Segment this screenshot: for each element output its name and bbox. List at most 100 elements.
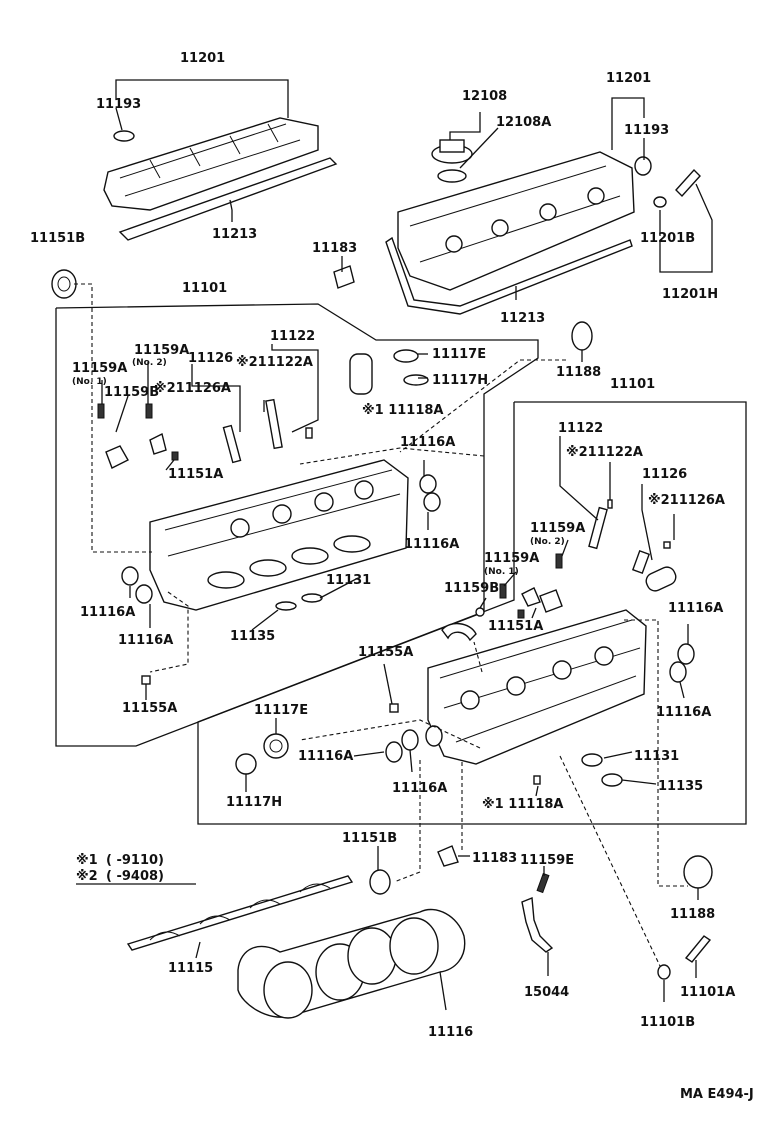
label-11126-right: 11126 [642, 467, 687, 482]
label-11135-left: 11135 [230, 629, 275, 644]
legend-range-2: ( -9408) [106, 869, 164, 884]
label-11159A-no1-right: 11159A [484, 551, 539, 566]
label-11122-left: 11122 [270, 329, 315, 344]
bearing-caps-left [121, 474, 441, 685]
label-11101-left: 11101 [182, 281, 227, 296]
label-11116A-l1: 11116A [400, 435, 455, 450]
plug-11183-top [333, 265, 355, 289]
part-labels: 11201 11193 11213 11151B 11183 11101 121… [30, 51, 735, 1040]
legend: ※1 ( -9110) ※2 ( -9408) [76, 853, 164, 884]
guide-pins-right [588, 499, 677, 592]
label-11116A-r3: 11116A [298, 749, 353, 764]
oil-seal-11193-top [113, 130, 135, 142]
gasket-11115 [126, 875, 354, 951]
guide-pins-left [222, 349, 429, 464]
label-11188-bottom: 11188 [670, 907, 715, 922]
label-no2-right: (No. 2) [530, 537, 565, 547]
left-head-box [55, 303, 539, 747]
label-11101B: 11101B [640, 1015, 695, 1030]
label-11155A-left: 11155A [122, 701, 177, 716]
plug-11183-bottom [437, 845, 459, 867]
label-11122-right: 11122 [558, 421, 603, 436]
label-no2-left: (No. 2) [132, 358, 167, 368]
label-11155A-right: 11155A [358, 645, 413, 660]
label-11122A-left: ※211122A [236, 355, 313, 370]
label-11126A-right: ※211126A [648, 493, 725, 508]
nut-11101B [657, 964, 671, 980]
seal-11151B-bottom [369, 869, 391, 895]
label-11193-top: 11193 [96, 97, 141, 112]
plug-11188-top [571, 321, 593, 351]
seal-11151B-top [51, 269, 77, 299]
leader-lines [101, 79, 713, 1011]
label-11116A-r1: 11116A [668, 601, 723, 616]
label-11188-top: 11188 [556, 365, 601, 380]
label-11101A: 11101A [680, 985, 735, 1000]
label-11101-right: 11101 [610, 377, 655, 392]
cylinder-head-cover-left [103, 117, 338, 241]
plug-11188-bottom [683, 855, 713, 889]
label-11151A-right: 11151A [488, 619, 543, 634]
label-11116A-l3: 11116A [80, 605, 135, 620]
stud-bolt-11101A [684, 935, 712, 963]
legend-mark-1: ※1 [76, 853, 98, 868]
label-11116A-l4: 11116A [118, 633, 173, 648]
label-12108: 12108 [462, 89, 507, 104]
label-11116A-l2: 11116A [404, 537, 459, 552]
oil-seal-11193-right [634, 156, 652, 176]
label-11213-top: 11213 [212, 227, 257, 242]
label-11135-right: 11135 [658, 779, 703, 794]
label-11126-left: 11126 [188, 351, 233, 366]
label-11193-right: 11193 [624, 123, 669, 138]
label-11183-bottom: 11183 [472, 851, 517, 866]
cylinder-head-left [149, 459, 409, 611]
bolts-right [475, 553, 563, 619]
label-11201B: 11201B [640, 231, 695, 246]
label-11159A-no2-right: 11159A [530, 521, 585, 536]
label-11115: 11115 [168, 961, 213, 976]
label-11183-top: 11183 [312, 241, 357, 256]
label-11159A-no2-left: 11159A [134, 343, 189, 358]
label-11213-right: 11213 [500, 311, 545, 326]
label-11117H-top: 11117H [432, 373, 488, 388]
bolt-11201H [653, 168, 701, 208]
figure-code: MA E494-J [680, 1087, 754, 1102]
label-no1-right: (No. 1) [484, 567, 519, 577]
label-11118A-top: ※1 11118A [362, 403, 444, 418]
label-11122A-right: ※211122A [566, 445, 643, 460]
label-11116: 11116 [428, 1025, 473, 1040]
label-11151B-top: 11151B [30, 231, 85, 246]
label-11201-top: 11201 [180, 51, 225, 66]
label-11118A-bottom: ※1 11118A [482, 797, 564, 812]
cam-seal-11117E [235, 733, 289, 775]
label-11151B-bottom: 11151B [342, 831, 397, 846]
label-11131-left: 11131 [326, 573, 371, 588]
legend-mark-2: ※2 [76, 869, 98, 884]
label-11131-right: 11131 [634, 749, 679, 764]
label-11159E: 11159E [520, 853, 574, 868]
bracket-15044 [521, 872, 554, 953]
gasket-11116 [237, 908, 466, 1019]
legend-range-1: ( -9110) [106, 853, 164, 868]
dashed-alignment-lines [74, 283, 688, 967]
label-11159B-left: 11159B [104, 385, 159, 400]
cylinder-head-cover-right [385, 151, 635, 315]
label-11117E-top: 11117E [432, 347, 486, 362]
right-head-box [197, 401, 747, 825]
label-11159B-right: 11159B [444, 581, 499, 596]
label-11117H-bottom: 11117H [226, 795, 282, 810]
label-11201-right: 11201 [606, 71, 651, 86]
label-15044: 15044 [524, 985, 569, 1000]
label-11151A-left: 11151A [168, 467, 223, 482]
oil-filler-cap [431, 139, 473, 183]
cylinder-head-right [427, 609, 647, 765]
label-11117E-bottom: 11117E [254, 703, 308, 718]
label-11116A-r2: 11116A [656, 705, 711, 720]
bolts-left [97, 403, 179, 469]
label-11126A-left: ※211126A [154, 381, 231, 396]
label-12108A: 12108A [496, 115, 551, 130]
label-11159A-no1-left: 11159A [72, 361, 127, 376]
label-11116A-r4: 11116A [392, 781, 447, 796]
